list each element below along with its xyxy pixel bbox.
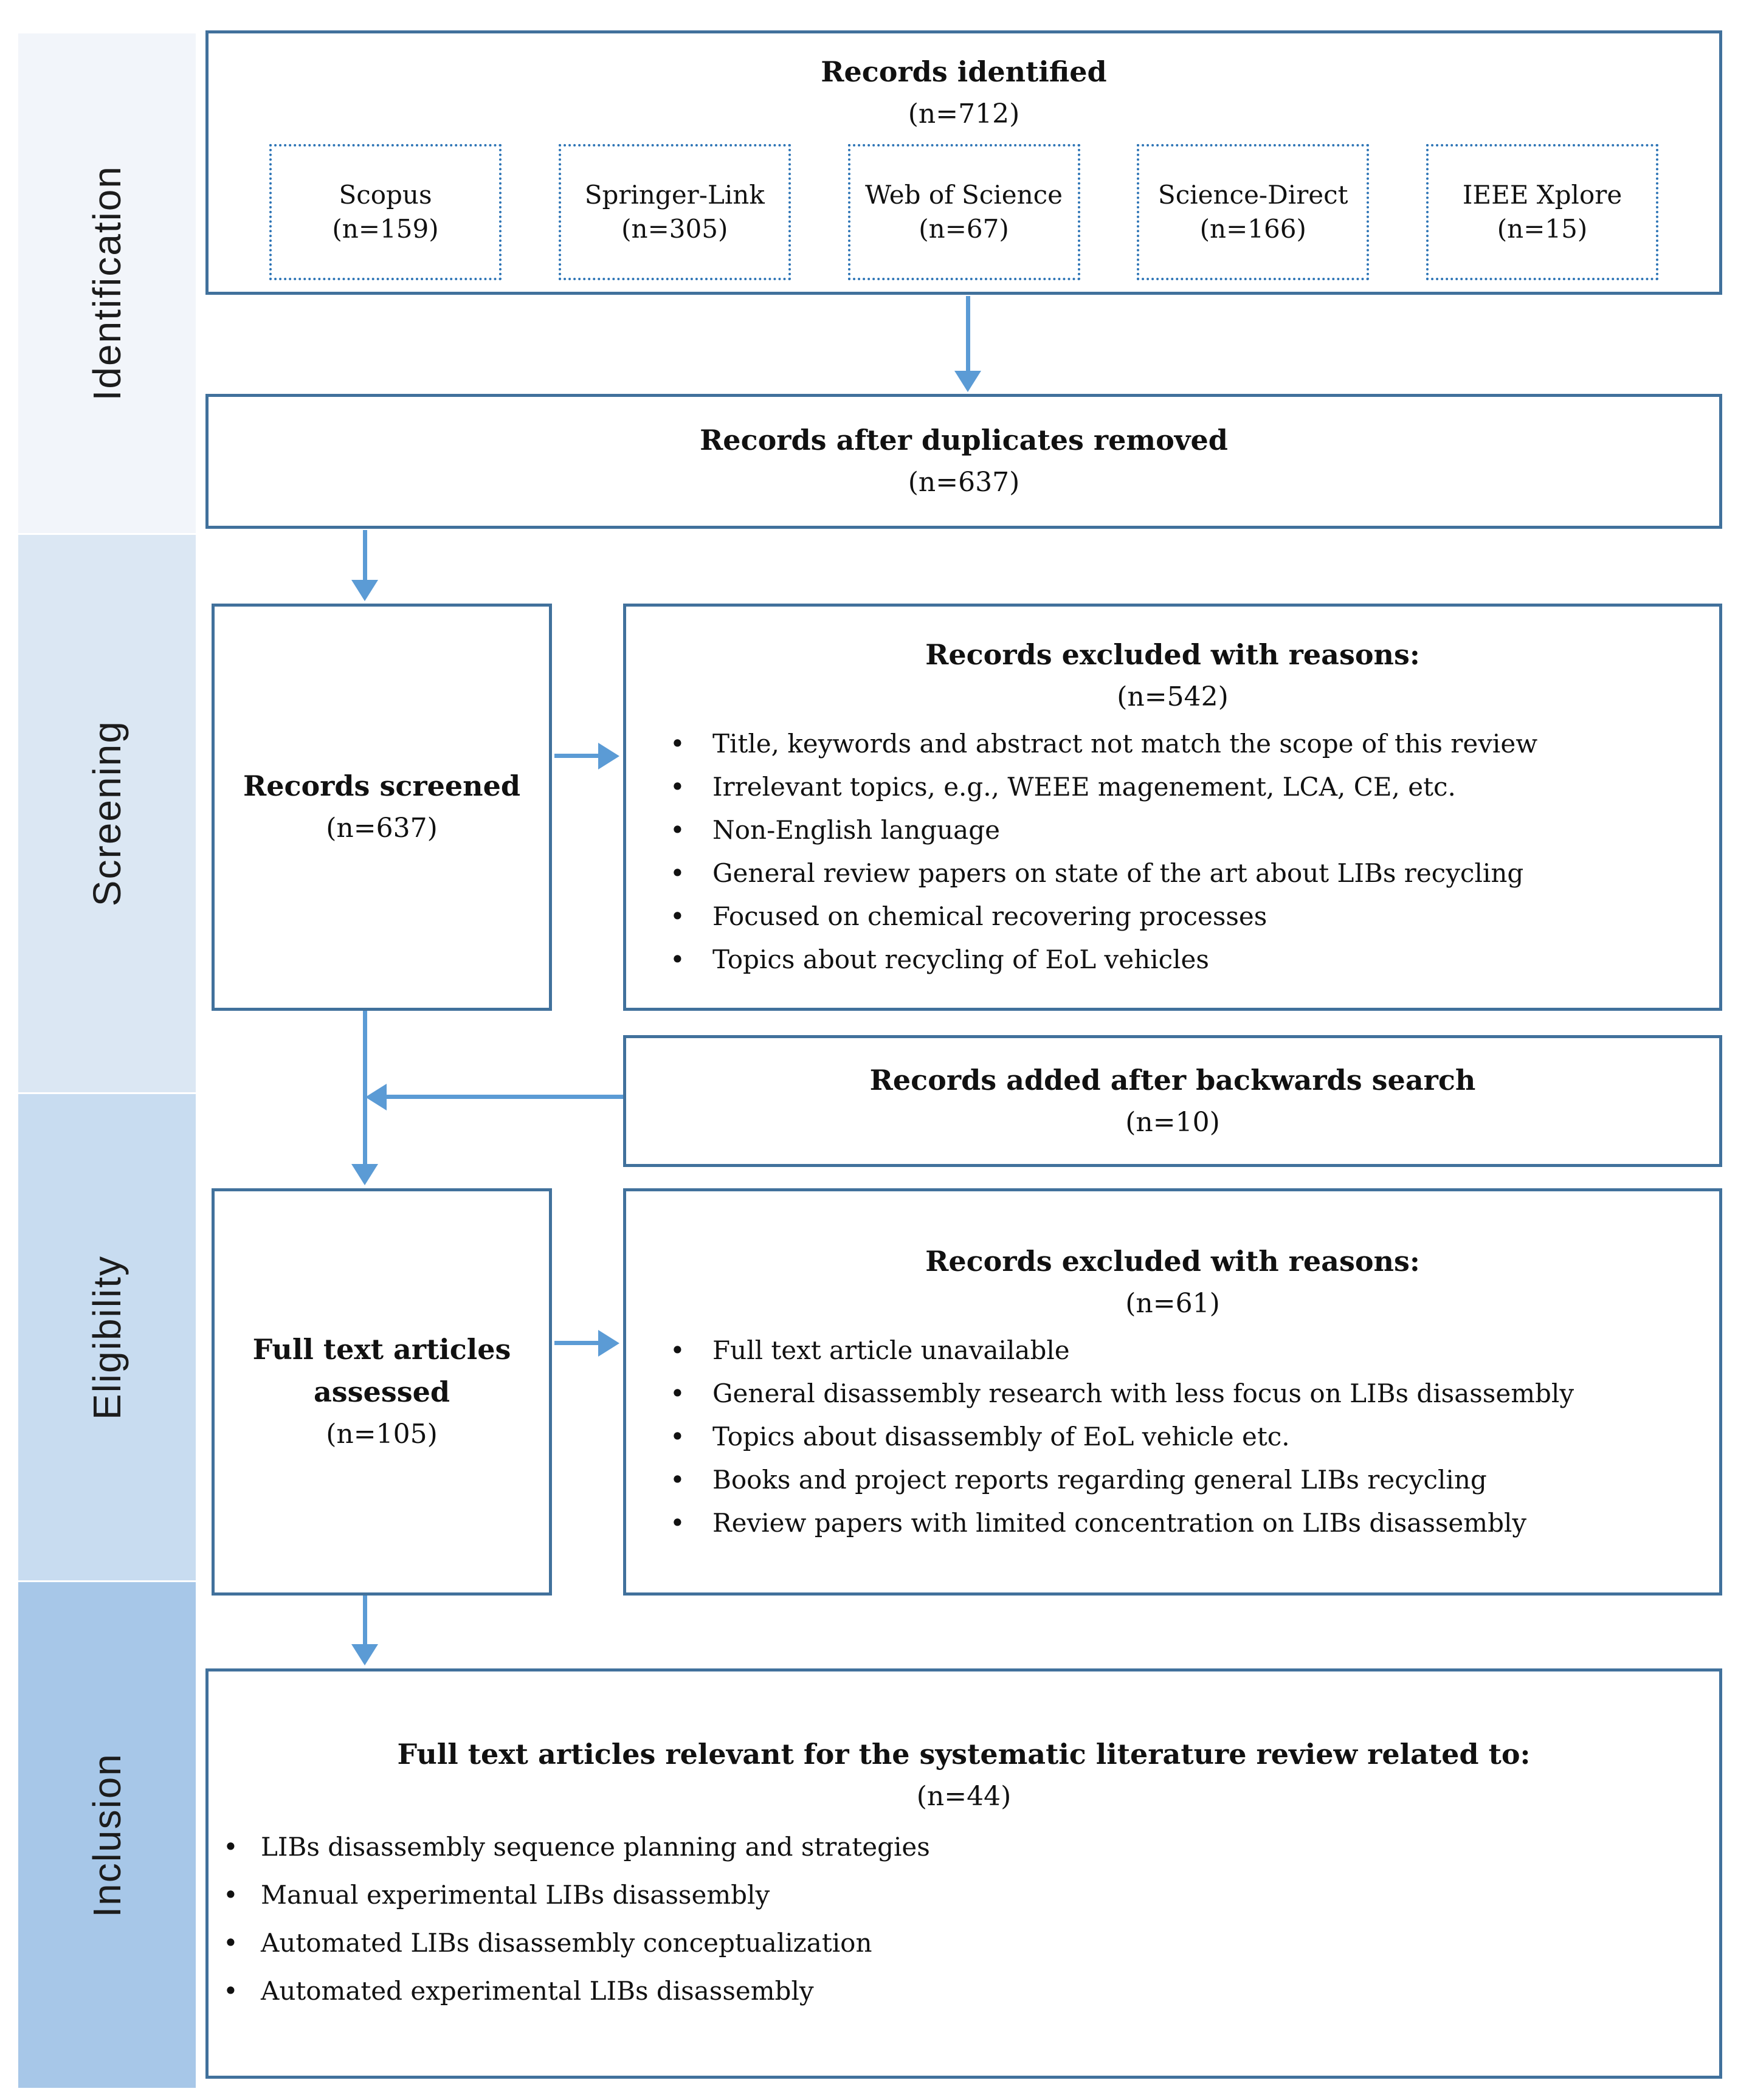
database-count: (n=305) bbox=[621, 214, 728, 244]
box-count: (n=61) bbox=[1125, 1287, 1220, 1319]
arrow-line bbox=[554, 1341, 600, 1345]
exclusion-reason: General disassembly research with less f… bbox=[663, 1372, 1701, 1415]
exclusion-reason: Focused on chemical recovering processes bbox=[663, 895, 1701, 938]
database-name: IEEE Xplore bbox=[1462, 180, 1622, 210]
database-count: (n=67) bbox=[919, 214, 1009, 244]
box-count: (n=637) bbox=[326, 813, 438, 844]
database-name: Web of Science bbox=[864, 180, 1063, 210]
exclusion-reason: Non-English language bbox=[663, 808, 1701, 852]
phase-band-identification: Identification bbox=[18, 33, 196, 533]
phase-label-eligibility: Eligibility bbox=[85, 1255, 129, 1420]
database-name: Science-Direct bbox=[1157, 180, 1348, 210]
exclusion-reason: Books and project reports regarding gene… bbox=[663, 1458, 1701, 1501]
excluded-eligibility-box: Records excluded with reasons: (n=61) Fu… bbox=[623, 1188, 1722, 1596]
database-name: Springer-Link bbox=[584, 180, 765, 210]
box-count: (n=44) bbox=[916, 1780, 1012, 1812]
phase-band-inclusion: Inclusion bbox=[18, 1582, 196, 2088]
arrow-line bbox=[554, 754, 600, 758]
exclusion-reason: General review papers on state of the ar… bbox=[663, 852, 1701, 895]
arrow-head-right-icon bbox=[598, 1330, 619, 1357]
database-box-science-direct: Science-Direct (n=166) bbox=[1137, 144, 1370, 280]
box-count: (n=637) bbox=[908, 467, 1020, 498]
inclusion-topic: Manual experimental LIBs disassembly bbox=[219, 1871, 1701, 1919]
inclusion-topic-list: LIBs disassembly sequence planning and s… bbox=[209, 1823, 1719, 2015]
duplicates-removed-box: Records after duplicates removed (n=637) bbox=[205, 394, 1722, 529]
box-count: (n=10) bbox=[1125, 1106, 1220, 1138]
box-count: (n=105) bbox=[326, 1419, 438, 1450]
arrow-head-down-icon bbox=[954, 371, 981, 392]
box-title: Full text articles assessed bbox=[252, 1333, 511, 1408]
arrow-head-left-icon bbox=[365, 1084, 387, 1110]
box-count: (n=712) bbox=[908, 98, 1020, 129]
exclusion-reason-list: Title, keywords and abstract not match t… bbox=[626, 722, 1719, 981]
arrow-head-right-icon bbox=[598, 743, 619, 769]
arrow-head-down-icon bbox=[351, 1644, 378, 1665]
exclusion-reason: Title, keywords and abstract not match t… bbox=[663, 722, 1701, 765]
box-count: (n=542) bbox=[1117, 681, 1229, 712]
phase-label-identification: Identification bbox=[85, 165, 129, 401]
inclusion-topic: Automated experimental LIBs disassembly bbox=[219, 1967, 1701, 2015]
exclusion-reason: Irrelevant topics, e.g., WEEE magenement… bbox=[663, 765, 1701, 808]
box-title: Records excluded with reasons: bbox=[925, 1244, 1420, 1278]
arrow-line bbox=[363, 530, 367, 582]
records-screened-box: Records screened (n=637) bbox=[212, 604, 552, 1011]
arrow-line bbox=[384, 1095, 623, 1099]
phase-band-eligibility: Eligibility bbox=[18, 1094, 196, 1580]
arrow-line bbox=[363, 1596, 367, 1646]
arrow-line bbox=[363, 1011, 367, 1166]
records-identified-box: Records identified (n=712) Scopus (n=159… bbox=[205, 30, 1722, 295]
database-box-ieee-xplore: IEEE Xplore (n=15) bbox=[1426, 144, 1658, 280]
full-text-assessed-box: Full text articles assessed (n=105) bbox=[212, 1188, 552, 1596]
arrow-head-down-icon bbox=[351, 1164, 378, 1185]
database-count: (n=15) bbox=[1497, 214, 1588, 244]
box-title: Records screened bbox=[243, 769, 521, 802]
box-title: Records excluded with reasons: bbox=[925, 638, 1420, 671]
inclusion-topic: LIBs disassembly sequence planning and s… bbox=[219, 1823, 1701, 1871]
exclusion-reason: Topics about disassembly of EoL vehicle … bbox=[663, 1415, 1701, 1458]
database-count: (n=166) bbox=[1199, 214, 1306, 244]
inclusion-box: Full text articles relevant for the syst… bbox=[205, 1668, 1722, 2079]
phase-label-screening: Screening bbox=[85, 720, 129, 907]
arrow-line bbox=[966, 296, 970, 373]
box-title: Records after duplicates removed bbox=[700, 424, 1228, 456]
box-title: Full text articles relevant for the syst… bbox=[397, 1737, 1531, 1771]
excluded-screening-box: Records excluded with reasons: (n=542) T… bbox=[623, 604, 1722, 1011]
exclusion-reason-list: Full text article unavailable General di… bbox=[626, 1329, 1719, 1544]
box-title: Records identified bbox=[821, 55, 1107, 88]
database-name: Scopus bbox=[339, 180, 432, 210]
database-box-scopus: Scopus (n=159) bbox=[269, 144, 502, 280]
database-row: Scopus (n=159) Springer-Link (n=305) Web… bbox=[209, 144, 1719, 280]
backwards-search-box: Records added after backwards search (n=… bbox=[623, 1035, 1722, 1167]
inclusion-topic: Automated LIBs disassembly conceptualiza… bbox=[219, 1919, 1701, 1967]
database-box-springer-link: Springer-Link (n=305) bbox=[558, 144, 791, 280]
phase-label-inclusion: Inclusion bbox=[85, 1752, 129, 1918]
database-box-web-of-science: Web of Science (n=67) bbox=[847, 144, 1080, 280]
phase-band-screening: Screening bbox=[18, 535, 196, 1092]
exclusion-reason: Topics about recycling of EoL vehicles bbox=[663, 938, 1701, 981]
arrow-head-down-icon bbox=[351, 580, 378, 601]
box-title: Records added after backwards search bbox=[869, 1063, 1476, 1096]
exclusion-reason: Full text article unavailable bbox=[663, 1329, 1701, 1372]
exclusion-reason: Review papers with limited concentration… bbox=[663, 1501, 1701, 1544]
database-count: (n=159) bbox=[332, 214, 439, 244]
